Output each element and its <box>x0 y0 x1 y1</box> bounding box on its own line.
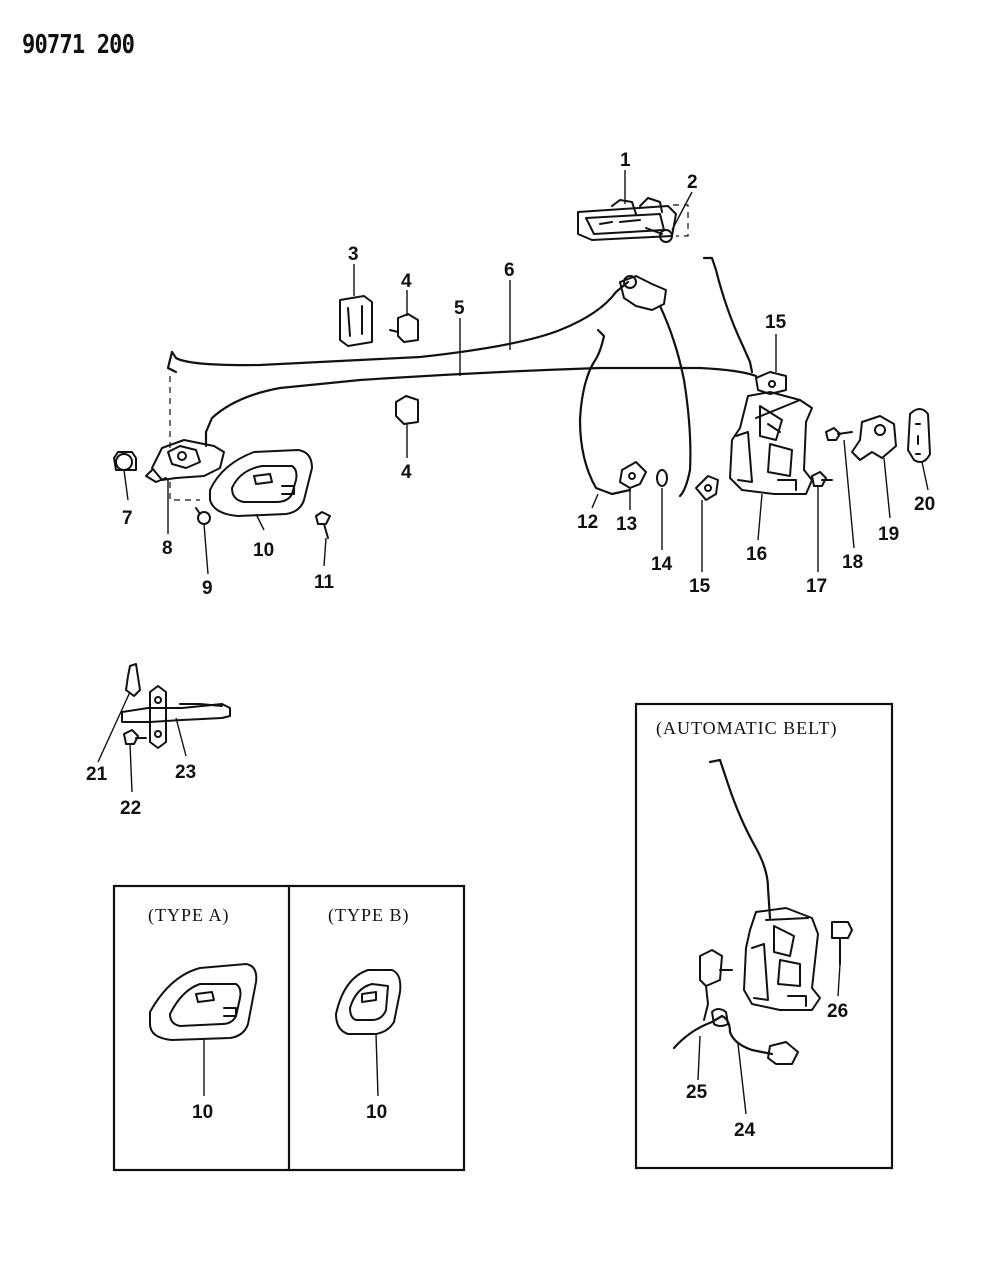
callout-6: 6 <box>504 260 515 281</box>
screw-9 <box>195 507 211 525</box>
rod-clip-upper <box>389 313 419 343</box>
inside-handle-type-b <box>335 969 402 1035</box>
type-b-title: (TYPE B) <box>328 905 410 926</box>
callout-13: 13 <box>616 514 637 535</box>
inside-handle-type-a <box>149 963 258 1041</box>
callout-21: 21 <box>86 764 108 785</box>
screw-2 <box>645 227 673 243</box>
striker-19 <box>851 415 897 461</box>
door-check-23 <box>121 685 231 749</box>
callout-15-upper: 15 <box>765 312 787 333</box>
callout-25: 25 <box>686 1082 708 1103</box>
rod-connector <box>619 275 667 311</box>
rod-6 <box>166 280 630 374</box>
cover-3 <box>339 295 373 347</box>
callout-16: 16 <box>746 544 767 565</box>
callout-17: 17 <box>806 576 827 597</box>
door-check-21 <box>125 663 141 697</box>
callout-numbers: 1 2 3 4 4 5 6 7 8 9 10 11 12 13 14 15 15… <box>86 150 935 1141</box>
automatic-belt-latch <box>743 907 821 1011</box>
callout-7: 7 <box>122 508 133 529</box>
callout-4-lower: 4 <box>401 462 412 483</box>
callout-24: 24 <box>734 1120 756 1141</box>
bracket-dash <box>169 482 200 501</box>
callout-10: 10 <box>253 540 274 561</box>
rod-5 <box>204 366 758 448</box>
callout-3: 3 <box>348 244 359 265</box>
lever-13 <box>619 461 647 489</box>
lock-rod <box>658 304 692 498</box>
callout-23: 23 <box>175 762 196 783</box>
clip-15-upper <box>755 371 787 395</box>
rod-clip-lower <box>395 395 419 425</box>
washer-14 <box>656 469 668 487</box>
callout-10-type-a: 10 <box>192 1102 213 1123</box>
automatic-belt-box <box>634 702 894 1170</box>
lock-bracket-8 <box>145 439 225 483</box>
rod-12 <box>578 328 632 496</box>
callout-19: 19 <box>878 524 899 545</box>
leader-lines <box>97 170 929 1115</box>
callout-10-type-b: 10 <box>366 1102 387 1123</box>
bolt-22 <box>123 729 147 745</box>
callout-20: 20 <box>914 494 935 515</box>
screw-17 <box>811 471 833 487</box>
nut-7 <box>113 451 137 471</box>
callout-9: 9 <box>202 578 213 599</box>
callout-15-lower: 15 <box>689 576 711 597</box>
callout-2: 2 <box>687 172 698 193</box>
callout-11: 11 <box>314 572 335 593</box>
callout-26: 26 <box>827 1001 848 1022</box>
automatic-belt-title: (AUTOMATIC BELT) <box>656 718 838 739</box>
automatic-belt-screw-26 <box>831 921 853 965</box>
callout-5: 5 <box>454 298 465 319</box>
door-latch-16 <box>729 391 813 495</box>
drawing-number: 90771 200 <box>22 30 135 60</box>
inside-door-handle <box>209 449 313 517</box>
clip-15-lower <box>695 475 719 501</box>
type-a-title: (TYPE A) <box>148 905 230 926</box>
automatic-belt-wiring <box>672 1008 799 1065</box>
screw-11 <box>315 511 331 539</box>
callout-4-upper: 4 <box>401 271 412 292</box>
shim-20 <box>907 408 931 463</box>
callout-22: 22 <box>120 798 141 819</box>
callout-1: 1 <box>620 150 631 171</box>
callout-12: 12 <box>577 512 598 533</box>
callout-8: 8 <box>162 538 173 559</box>
callout-14: 14 <box>651 554 673 575</box>
handle-rod <box>702 256 754 374</box>
automatic-belt-rod <box>708 758 772 920</box>
automatic-belt-switch <box>699 949 733 1021</box>
screw-18 <box>825 427 853 441</box>
callout-18: 18 <box>842 552 863 573</box>
